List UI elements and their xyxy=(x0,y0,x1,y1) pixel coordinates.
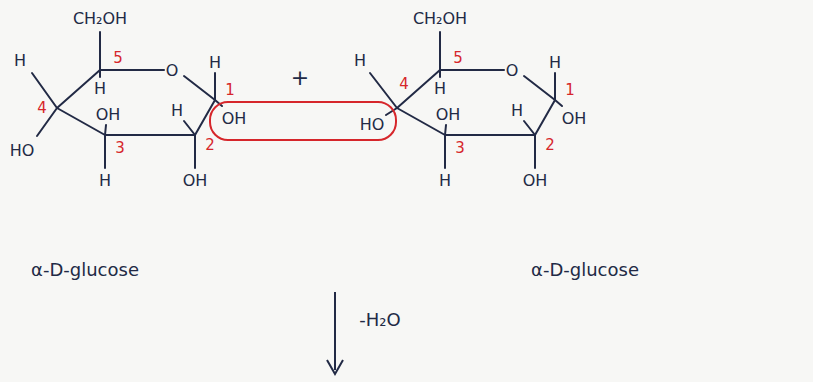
carbon-number: 4 xyxy=(37,99,47,118)
atom-label: H xyxy=(171,101,183,120)
carbon-number: 1 xyxy=(565,81,575,100)
atom-label: H xyxy=(94,79,106,98)
carbon-number: 2 xyxy=(205,136,215,155)
group-label: OH xyxy=(96,105,121,124)
carbon-number: 5 xyxy=(113,49,123,68)
group-label: HO xyxy=(10,141,35,160)
reaction-condition: -H₂O xyxy=(359,309,400,331)
group-label: OH xyxy=(222,109,247,128)
carbon-number: 3 xyxy=(115,139,125,158)
molecule-name: α-D-glucose xyxy=(531,259,639,281)
atom-label: H xyxy=(99,171,111,190)
group-label: OH xyxy=(562,109,587,128)
carbon-number: 1 xyxy=(225,81,235,100)
plus-sign: + xyxy=(291,66,309,90)
atom-label: H xyxy=(549,53,561,72)
atom-label: H xyxy=(511,101,523,120)
reaction-arrow xyxy=(327,292,343,374)
group-label: OH xyxy=(523,171,548,190)
atom-label: H xyxy=(209,53,221,72)
ring-oxygen: O xyxy=(166,61,179,80)
atom-label: H xyxy=(439,171,451,190)
carbon-number: 3 xyxy=(455,139,465,158)
group-label: OH xyxy=(183,171,208,190)
left-glucose-bonds xyxy=(32,32,222,168)
right-glucose-bonds xyxy=(370,32,562,168)
atom-label: H xyxy=(14,51,26,70)
atom-label: H xyxy=(434,79,446,98)
water-loss-loop xyxy=(210,102,396,140)
group-label: CH₂OH xyxy=(413,9,467,28)
carbon-number: 2 xyxy=(545,136,555,155)
atom-label: H xyxy=(354,51,366,70)
carbon-number: 4 xyxy=(399,75,409,94)
molecule-name: α-D-glucose xyxy=(31,259,139,281)
ring-oxygen: O xyxy=(506,61,519,80)
group-label: CH₂OH xyxy=(73,9,127,28)
carbon-number: 5 xyxy=(453,49,463,68)
group-label: HO xyxy=(360,115,385,134)
group-label: OH xyxy=(436,105,461,124)
